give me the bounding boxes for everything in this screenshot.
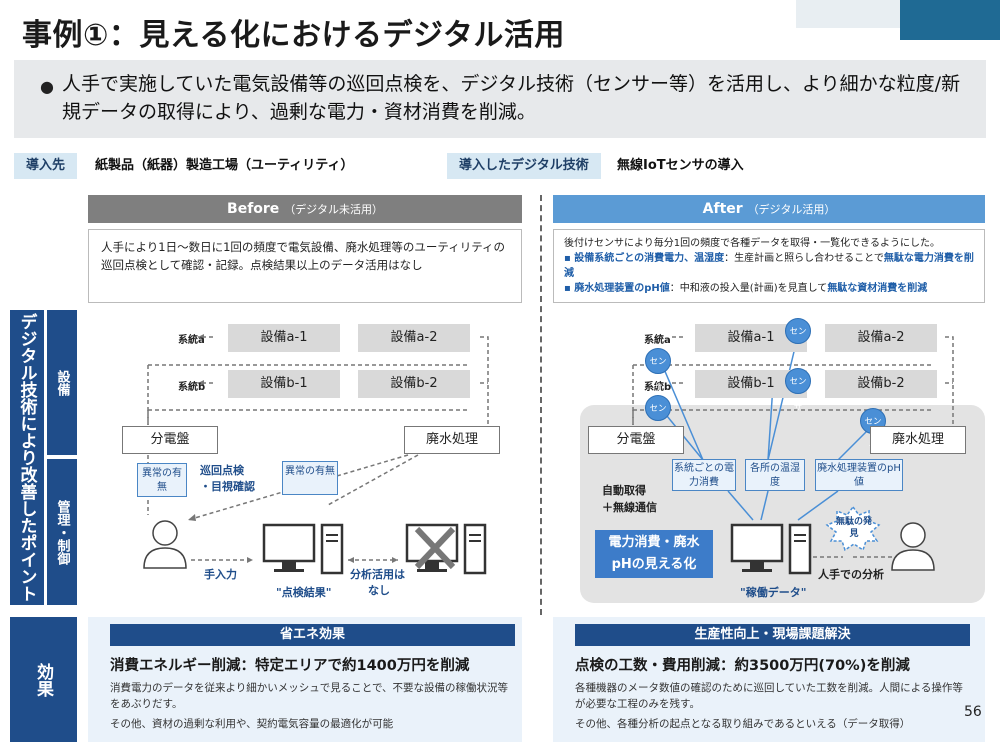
sensor-icon: センサ xyxy=(785,318,811,363)
sidebar-main: デジタル技術により改善したポイント xyxy=(10,310,44,605)
before-anomaly-2: 異常の有無 xyxy=(282,461,338,495)
summary-text: 人手で実施していた電気設備等の巡回点検を、デジタル技術（センサー等）を活用し、よ… xyxy=(62,73,961,123)
after-sub: （デジタル活用） xyxy=(747,203,836,216)
computer-disabled-icon xyxy=(405,523,487,575)
computer-icon xyxy=(262,523,344,575)
corner-decoration-dark xyxy=(900,0,1000,40)
after-bullet-1: ▪ 設備系統ごとの消費電力、温湿度：生産計画と照らし合わせることで無駄な電力消費… xyxy=(564,253,974,279)
before-no-analysis-1: 分析活用は xyxy=(350,568,405,581)
sidebar-mgmt: 管理・制御 xyxy=(47,459,77,605)
after-equip-a2: 設備a-2 xyxy=(825,324,937,352)
after-desc-line: 後付けセンサにより毎分1回の頻度で各種データを取得・一覧化できるようにした。 xyxy=(564,238,940,249)
after-auto-2: ＋無線通信 xyxy=(602,501,657,514)
after-diagram-lines xyxy=(632,334,954,558)
before-manual-input: 手入力 xyxy=(204,568,237,581)
page-title: 事例①：見える化におけるデジタル活用 xyxy=(22,18,565,53)
after-system-a: 系統a xyxy=(644,335,671,346)
after-auto-1: 自動取得 xyxy=(602,484,646,497)
before-patrol-2: ・目視確認 xyxy=(200,480,255,493)
before-equip-b1: 設備b-1 xyxy=(228,370,340,398)
after-system-b: 系統b xyxy=(644,378,671,393)
sensor-icon: センサ xyxy=(785,368,811,413)
sidebar-equip: 設備 xyxy=(47,310,77,455)
after-manual-analysis: 人手での分析 xyxy=(818,568,884,581)
effect-text-productivity-2: その他、各種分析の起点となる取り組みであるといえる（データ取得） xyxy=(575,718,911,730)
before-no-analysis-2: なし xyxy=(368,584,390,597)
before-patrol-1: 巡回点検 xyxy=(200,464,244,477)
effect-main-productivity: 点検の工数・費用削減：約3500万円(70%)を削減 xyxy=(575,658,910,674)
after-box-temp: 各所の温湿度 xyxy=(745,459,805,491)
before-equip-a1: 設備a-1 xyxy=(228,324,340,352)
after-box-ph: 廃水処理装置のpH値 xyxy=(815,459,903,491)
person-icon xyxy=(143,520,187,569)
tech-value: 無線IoTセンサの導入 xyxy=(617,158,744,173)
person-icon xyxy=(891,522,935,571)
target-label: 導入先 xyxy=(14,153,78,179)
after-equip-b2: 設備b-2 xyxy=(825,370,937,398)
before-system-b: 系統b xyxy=(178,382,206,393)
before-system-a: 系統a xyxy=(178,335,205,346)
before-equip-b2: 設備b-2 xyxy=(358,370,470,398)
corner-decoration-light xyxy=(796,0,900,28)
after-waste-find: 無駄の発見 xyxy=(836,517,873,539)
before-panel: 分電盤 xyxy=(122,426,218,454)
before-title: Before xyxy=(227,201,280,217)
computer-icon xyxy=(730,523,812,575)
effect-text-productivity-1: 各種機器のメータ数値の確認のために巡回していた工数を削減。人間による操作等が必要… xyxy=(575,682,963,710)
after-wastewater: 廃水処理 xyxy=(870,426,966,454)
before-wastewater: 廃水処理 xyxy=(404,426,500,454)
after-bullet-2: ▪ 廃水処理装置のpH値：中和液の投入量(計画)を見直して無駄な資材消費を削減 xyxy=(564,283,928,294)
effect-text-energy-1: 消費電力のデータを従来より細かいメッシュで見ることで、不要な設備の稼働状況等をあ… xyxy=(110,682,509,710)
after-panel: 分電盤 xyxy=(588,426,684,454)
after-visualization: 電力消費・廃水pHの見える化 xyxy=(595,530,713,578)
sensor-icon: センサ xyxy=(645,348,671,393)
before-equip-a2: 設備a-2 xyxy=(358,324,470,352)
tech-label: 導入したデジタル技術 xyxy=(447,153,601,179)
after-description: 後付けセンサにより毎分1回の頻度で各種データを取得・一覧化できるようにした。 ▪… xyxy=(553,229,985,303)
sidebar-effect: 効果 xyxy=(10,617,77,742)
page-number: 56 xyxy=(964,704,982,720)
after-operation-data: "稼働データ" xyxy=(740,586,807,599)
after-box-power: 系統ごとの電力消費 xyxy=(672,459,736,491)
after-title: After xyxy=(702,201,743,217)
sensor-icon: センサ xyxy=(645,395,671,440)
effect-head-productivity: 生産性向上・現場課題解決 xyxy=(575,624,970,646)
before-result: "点検結果" xyxy=(276,586,332,599)
before-sub: （デジタル未活用） xyxy=(284,203,383,216)
summary-box xyxy=(14,60,986,138)
effect-head-energy: 省エネ効果 xyxy=(110,624,515,646)
before-description: 人手により1日～数日に1回の頻度で電気設備、廃水処理等のユーティリティの巡回点検… xyxy=(88,229,522,303)
after-header: After （デジタル活用） xyxy=(553,195,985,223)
effect-text-energy-2: その他、資材の過剰な利用や、契約電気容量の最適化が可能 xyxy=(110,718,394,730)
burst-icon xyxy=(825,505,881,551)
column-divider xyxy=(540,195,542,615)
before-header: Before （デジタル未活用） xyxy=(88,195,522,223)
target-value: 紙製品（紙器）製造工場（ユーティリティ） xyxy=(95,158,354,173)
effect-main-energy: 消費エネルギー削減：特定エリアで約1400万円を削減 xyxy=(110,658,470,674)
bullet-icon: ● xyxy=(40,77,54,96)
before-anomaly-1: 異常の有無 xyxy=(137,463,187,497)
before-diagram-lines xyxy=(147,334,489,563)
